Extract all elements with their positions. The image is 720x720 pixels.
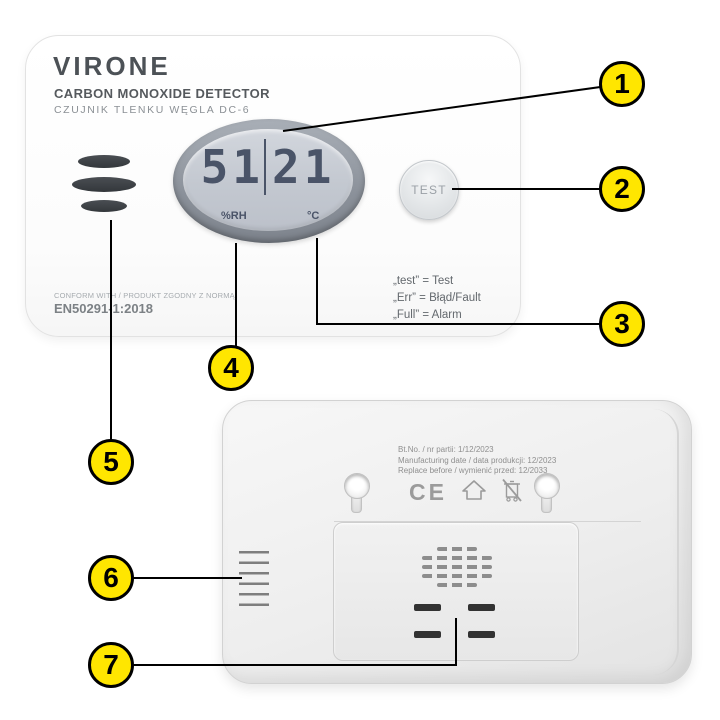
case-seam xyxy=(649,409,679,675)
temperature-unit: °C xyxy=(307,210,320,222)
speaker-hole-row xyxy=(422,565,492,569)
callout-number: 5 xyxy=(103,446,119,477)
speaker-slot-icon xyxy=(81,200,127,212)
speaker-hole-row xyxy=(437,547,477,551)
speaker-hole-row xyxy=(437,583,477,587)
product-subtitle: CZUJNIK TLENKU WĘGLA DC-6 xyxy=(54,104,251,116)
callout-number: 6 xyxy=(103,562,119,593)
ce-mark: CE xyxy=(409,479,447,505)
legend-line-test: „test” = Test xyxy=(393,275,454,287)
side-vents xyxy=(239,551,269,607)
test-button-label: TEST xyxy=(411,183,447,197)
humidity-value: 51 xyxy=(200,140,264,194)
callout-3-temperature: 3 xyxy=(599,301,645,347)
manufacturing-date: Manufacturing date / data produkcji: 12/… xyxy=(398,455,557,465)
callout-number: 7 xyxy=(103,649,119,680)
battery-contact-slot xyxy=(468,631,495,638)
lcd-display: 51 21 %RH °C xyxy=(183,129,353,231)
callout-number: 4 xyxy=(223,352,239,383)
speaker-slot-icon xyxy=(72,177,136,192)
brand-logo: VIRONE xyxy=(53,51,171,81)
status-legend: „test” = Test „Err” = Błąd/Fault „Full” … xyxy=(393,273,481,324)
mounting-keyhole xyxy=(344,473,370,499)
detector-front-panel: VIRONE CARBON MONOXIDE DETECTOR CZUJNIK … xyxy=(25,35,521,337)
callout-1-lcd-display: 1 xyxy=(599,61,645,107)
speaker-hole-row xyxy=(422,556,492,560)
temperature-value: 21 xyxy=(272,140,336,194)
speaker-slot-icon xyxy=(78,155,130,168)
lcd-separator xyxy=(264,139,266,195)
callout-4-humidity: 4 xyxy=(208,345,254,391)
callout-5-speaker-grille: 5 xyxy=(88,439,134,485)
callout-number: 1 xyxy=(614,68,630,99)
product-title: CARBON MONOXIDE DETECTOR xyxy=(54,86,270,101)
legend-line-full: „Full” = Alarm xyxy=(393,309,462,321)
callout-2-test-button: 2 xyxy=(599,166,645,212)
callout-number: 3 xyxy=(614,308,630,339)
lcd-digits: 51 21 xyxy=(183,139,353,195)
speaker-hole-row xyxy=(422,574,492,578)
weee-crossed-bin-icon xyxy=(501,477,523,508)
humidity-unit: %RH xyxy=(221,210,247,222)
certification-icons: CE xyxy=(409,477,523,508)
battery-contact-slot xyxy=(414,631,441,638)
test-button: TEST xyxy=(399,160,459,220)
lcd-display-bezel: 51 21 %RH °C xyxy=(173,119,365,243)
replace-before-date: Replace before / wymienić przed: 12/2033 xyxy=(398,466,548,475)
indoor-use-house-icon xyxy=(461,478,487,507)
callout-6-side-vents: 6 xyxy=(88,555,134,601)
panel-divider xyxy=(334,521,641,522)
callout-7-battery-compartment: 7 xyxy=(88,642,134,688)
battery-compartment-door xyxy=(333,522,579,661)
mounting-keyhole xyxy=(534,473,560,499)
manufacturing-info: Bt.No. / nr partii: 1/12/2023 Manufactur… xyxy=(398,445,556,477)
batch-number: Bt.No. / nr partii: 1/12/2023 xyxy=(398,445,494,454)
legend-line-err: „Err” = Błąd/Fault xyxy=(393,292,481,304)
detector-back-panel: Bt.No. / nr partii: 1/12/2023 Manufactur… xyxy=(222,400,692,684)
battery-contact-slot xyxy=(468,604,495,611)
conformity-label: CONFORM WITH / PRODUKT ZGODNY Z NORMĄ: xyxy=(54,291,238,300)
back-speaker-holes xyxy=(417,547,497,592)
battery-contact-slot xyxy=(414,604,441,611)
conformity-standard: EN50291-1:2018 xyxy=(54,301,154,316)
callout-number: 2 xyxy=(614,173,630,204)
